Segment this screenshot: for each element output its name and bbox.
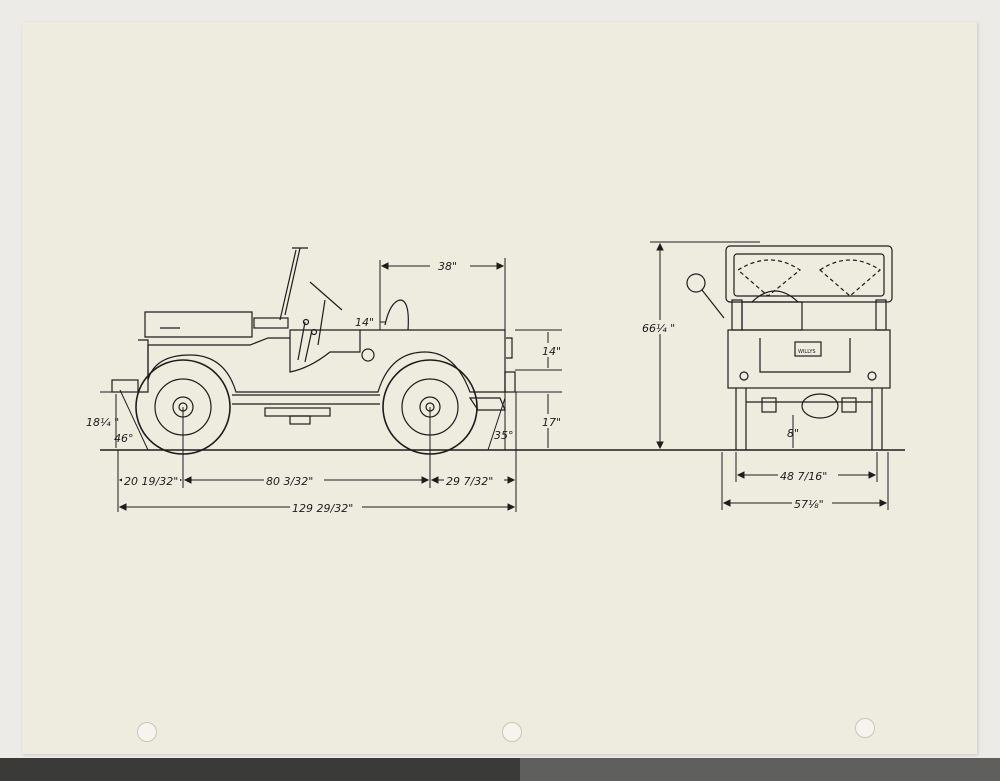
binder-hole-left [137, 722, 157, 742]
label-rear-overhang: 29 7/32" [446, 475, 493, 488]
label-overall-height: 66¼ " [642, 322, 675, 335]
table-surface [0, 758, 1000, 781]
label-approach-angle: 46° [114, 432, 134, 445]
label-overall-length: 129 29/32" [292, 502, 353, 515]
windshield-frame [279, 247, 308, 321]
label-front-bumper-height: 18¼ " [86, 416, 119, 429]
label-overall-width: 57⅛" [794, 498, 824, 511]
binder-hole-center [502, 722, 522, 742]
label-departure-angle: 35° [494, 429, 514, 442]
jeep-side-view [111, 247, 516, 455]
rear-dimension-lines [650, 241, 889, 510]
label-wheelbase: 80 3/32" [266, 475, 313, 488]
mirror [686, 273, 706, 293]
front-bumper [111, 379, 139, 393]
binder-hole-right [855, 718, 875, 738]
label-top-rear-length: 38" [438, 260, 457, 273]
steering-wheel [309, 281, 343, 311]
label-track-width: 48 7/16" [780, 470, 827, 483]
rear-windshield [725, 245, 893, 303]
seat [384, 299, 409, 331]
label-seat-height: 14" [355, 316, 374, 329]
label-ground-clearance: 8" [787, 427, 799, 440]
label-body-rear-height: 14" [542, 345, 561, 358]
jeep-rear-view [686, 245, 893, 450]
label-rear-ground-height: 17" [542, 416, 561, 429]
badge-text: WILLYS [798, 349, 816, 355]
hood [144, 311, 253, 338]
label-front-overhang: 20 19/32" [124, 475, 178, 488]
rear-body [727, 329, 891, 389]
body-tub [147, 329, 506, 393]
